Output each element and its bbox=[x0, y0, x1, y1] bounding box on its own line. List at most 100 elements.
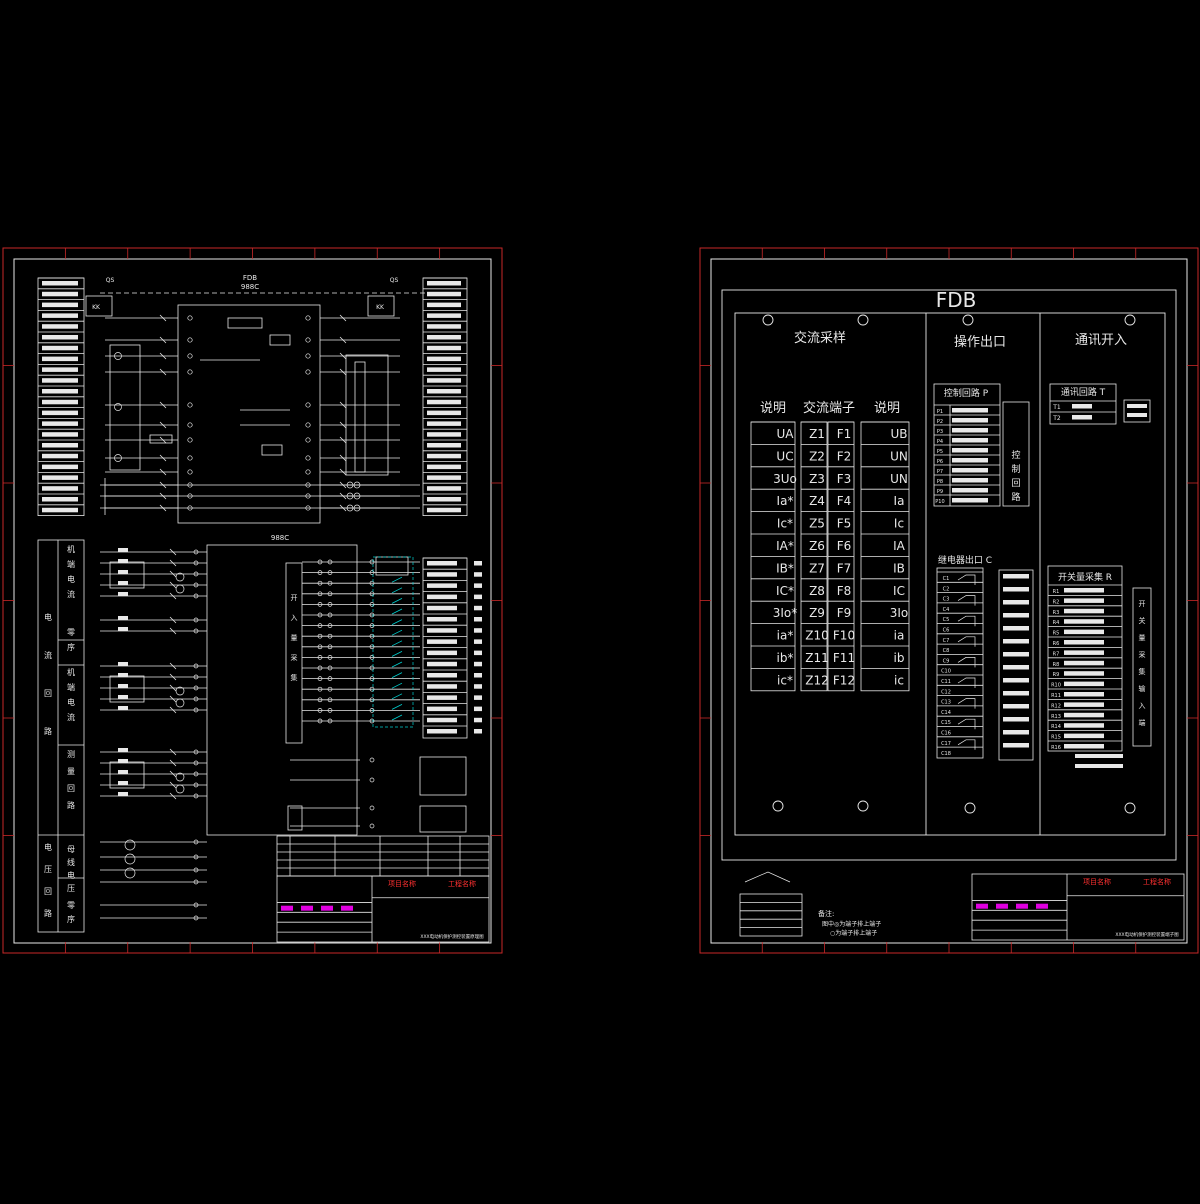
control-code: P3 bbox=[937, 429, 943, 435]
section-op: 操作出口 bbox=[954, 334, 1006, 350]
list-row-text bbox=[42, 421, 78, 426]
ct-wire-break bbox=[169, 684, 177, 692]
comm-side-text bbox=[1127, 404, 1147, 408]
group-char: 路 bbox=[44, 726, 52, 736]
relay-code: C7 bbox=[943, 638, 950, 644]
group-char: 量 bbox=[67, 767, 75, 776]
input-terminal bbox=[327, 559, 333, 565]
relay-box bbox=[375, 556, 409, 576]
list-row-text bbox=[42, 443, 78, 448]
relay-contact bbox=[957, 574, 976, 585]
left-device-top: 988C bbox=[241, 283, 259, 291]
input-terminal bbox=[317, 686, 323, 692]
open-input-char: 量 bbox=[291, 634, 298, 642]
pt-terminal bbox=[193, 915, 199, 921]
title-block-field bbox=[281, 905, 293, 911]
ac-cell: ic bbox=[894, 673, 904, 687]
list-row-code bbox=[474, 673, 482, 678]
ac-terminal-table: UAUC3UoIa*Ic*IA*IB*IC*3Io*ia*ib*ic*Z1Z2Z… bbox=[750, 421, 910, 692]
relay-desc bbox=[1003, 691, 1029, 696]
switch-desc bbox=[1064, 723, 1104, 728]
wire-break bbox=[339, 336, 347, 344]
list-row-text bbox=[427, 639, 457, 644]
control-desc bbox=[952, 498, 988, 503]
input-terminal bbox=[369, 697, 375, 703]
input-terminal bbox=[317, 602, 323, 607]
relay-code: C8 bbox=[943, 648, 950, 654]
ct-wire-break bbox=[169, 695, 177, 703]
list-row-text bbox=[427, 464, 461, 470]
list-row-code bbox=[474, 684, 482, 689]
control-desc bbox=[952, 408, 988, 413]
left-title-block: 项目名称工程名称XXX电动机保护测控装置原理图 bbox=[276, 835, 490, 943]
input-terminal bbox=[369, 655, 375, 660]
list-row-text bbox=[42, 335, 78, 340]
ac-cell: Z2 bbox=[809, 449, 825, 463]
misc-terminal bbox=[369, 823, 375, 829]
ct-wire-break bbox=[169, 627, 177, 635]
input-terminal bbox=[327, 655, 333, 660]
list-row-text bbox=[427, 706, 457, 712]
switch-side-char: 端 bbox=[1139, 718, 1146, 727]
pt-terminal bbox=[193, 879, 199, 885]
ct-terminal bbox=[193, 674, 199, 680]
control-desc bbox=[952, 488, 988, 493]
ct-label bbox=[118, 627, 128, 631]
control-side-char: 回 bbox=[1011, 478, 1020, 489]
switch-code: R8 bbox=[1053, 662, 1060, 668]
input-terminal bbox=[327, 623, 333, 628]
group-char: 电 bbox=[67, 697, 75, 707]
relay-code: C15 bbox=[941, 720, 951, 726]
mounting-hole bbox=[1124, 802, 1136, 814]
open-input-box bbox=[285, 562, 303, 744]
list-row-text bbox=[427, 389, 461, 394]
open-input-char: 采 bbox=[291, 653, 298, 662]
ac-cell: UN bbox=[890, 449, 908, 463]
group-char: 压 bbox=[44, 865, 52, 874]
group-char: 序 bbox=[67, 914, 75, 924]
list-row-text bbox=[427, 594, 457, 600]
control-side-char: 控 bbox=[1011, 449, 1020, 461]
ct-label bbox=[118, 748, 128, 752]
switch-title: 开关量采集 R bbox=[1058, 571, 1112, 583]
list-row-text bbox=[42, 356, 78, 362]
relay-code: C12 bbox=[941, 689, 951, 695]
list-row-text bbox=[42, 389, 78, 394]
relay-desc bbox=[1003, 652, 1029, 657]
top-schematic-wires bbox=[100, 314, 420, 515]
ct-label bbox=[118, 616, 128, 620]
relay-contact bbox=[957, 657, 976, 668]
input-terminal bbox=[317, 644, 323, 650]
list-row-code bbox=[474, 639, 482, 644]
wire-break bbox=[159, 368, 167, 376]
title-block-project2: 工程名称 bbox=[448, 879, 476, 888]
control-desc bbox=[952, 428, 988, 433]
list-row-text bbox=[42, 378, 78, 383]
input-terminal bbox=[317, 655, 323, 660]
pt-terminal bbox=[193, 867, 199, 873]
input-terminal bbox=[327, 686, 333, 692]
input-terminal bbox=[327, 633, 333, 639]
bus-node bbox=[353, 481, 361, 489]
open-input-char: 集 bbox=[291, 673, 298, 682]
relay-title: 继电器出口 C bbox=[938, 554, 992, 566]
relay-code: C17 bbox=[941, 741, 951, 747]
terminal-circle bbox=[187, 422, 193, 428]
lamp bbox=[114, 352, 122, 360]
terminal-circle bbox=[305, 337, 311, 343]
input-terminal bbox=[369, 612, 375, 618]
left-signal-list-top bbox=[37, 277, 85, 517]
relay-desc bbox=[1003, 665, 1029, 670]
misc-terminal bbox=[369, 777, 375, 783]
ac-cell: ib bbox=[894, 651, 905, 665]
kk-right-label: KK bbox=[376, 304, 385, 311]
relay-code: C1 bbox=[943, 576, 950, 582]
switch-desc bbox=[1064, 608, 1104, 614]
switch-code: R10 bbox=[1051, 683, 1061, 689]
ac-cell: Z7 bbox=[809, 561, 825, 575]
list-row-text bbox=[427, 281, 461, 286]
switch-side-char: 关 bbox=[1139, 616, 1146, 625]
ac-cell: 3Io bbox=[890, 606, 909, 620]
